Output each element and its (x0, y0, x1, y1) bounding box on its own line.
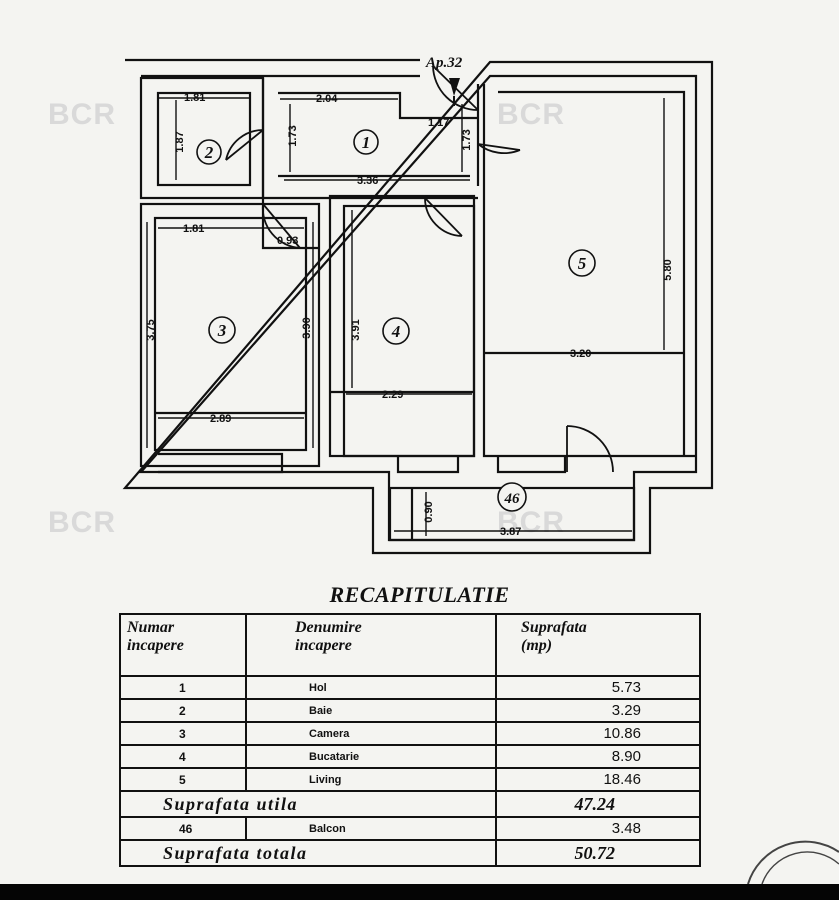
recap-title: RECAPITULATIE (329, 582, 510, 607)
cell-room-number: 4 (119, 744, 247, 769)
dimension-lines (146, 97, 684, 536)
dim-room4-width: 2.29 (382, 389, 403, 401)
cell-room-name: Baie (245, 698, 497, 723)
room-number-3: 3 (217, 321, 227, 340)
cell-area: 3.48 (495, 816, 701, 841)
watermark-text: BCR (497, 98, 565, 131)
cell-room-name: Hol (245, 675, 497, 700)
cell-room-name: Bucatarie (245, 744, 497, 769)
room-number-1: 1 (362, 133, 371, 152)
room-number-46: 46 (504, 491, 521, 507)
cell-room-number: 5 (119, 767, 247, 792)
door-swings (225, 65, 614, 473)
balcony-row: 46 Balcon 3.48 (119, 816, 701, 841)
table-row: 2 Baie 3.29 (119, 698, 701, 723)
dim-room3-width: 2.89 (210, 413, 231, 425)
dim-room4-height: 3.91 (350, 319, 362, 340)
dim-balcony-depth: 0.90 (423, 501, 435, 522)
dim-room5-height: 5.80 (662, 259, 674, 280)
room-number-2: 2 (204, 143, 214, 162)
cell-room-name: Camera (245, 721, 497, 746)
cell-room-name: Balcon (245, 816, 497, 841)
cell-room-number: 46 (119, 816, 247, 841)
dim-room3-height-left: 3.75 (145, 319, 157, 340)
room-number-5: 5 (578, 254, 587, 273)
cell-room-number: 1 (119, 675, 247, 700)
entry-arrow-icon (449, 78, 460, 96)
useful-area-value: 47.24 (495, 790, 701, 818)
header-area: Suprafata(mp) (495, 613, 701, 677)
dim-hall-height-left: 1.73 (287, 125, 299, 146)
cell-room-number: 3 (119, 721, 247, 746)
total-area-row: Suprafata totala 50.72 (119, 839, 701, 867)
dim-room3-height-right: 3.90 (301, 317, 313, 338)
cell-area: 3.29 (495, 698, 701, 723)
dim-passage: 0.93 (277, 235, 298, 247)
dim-bath-height: 1.87 (174, 131, 186, 152)
table-row: 3 Camera 10.86 (119, 721, 701, 746)
dim-balcony-width: 3.87 (500, 526, 521, 538)
total-area-label: Suprafata totala (119, 839, 497, 867)
cell-area: 8.90 (495, 744, 701, 769)
watermark-text: BCR (497, 506, 565, 539)
table-row: 4 Bucatarie 8.90 (119, 744, 701, 769)
useful-area-row: Suprafata utila 47.24 (119, 790, 701, 818)
cell-room-name: Living (245, 767, 497, 792)
useful-area-label: Suprafata utila (119, 790, 497, 818)
table-row: 1 Hol 5.73 (119, 675, 701, 700)
table-row: 5 Living 18.46 (119, 767, 701, 792)
dim-room3-width-top: 1.81 (183, 223, 204, 235)
apartment-label: Ap.32 (425, 55, 463, 71)
room-number-4: 4 (391, 322, 401, 341)
total-area-value: 50.72 (495, 839, 701, 867)
dim-bath-width: 1.81 (184, 92, 205, 104)
dim-hall-height-right: 1.73 (461, 129, 473, 150)
dim-hall-width: 3.36 (357, 175, 378, 187)
watermark-text: BCR (48, 506, 116, 539)
room-markers (196, 129, 596, 512)
dim-hall-entry: 1.17 (428, 117, 449, 129)
dimension-labels: 1.81 1.87 2.04 1.73 1.17 1.73 3.36 1.81 … (145, 92, 674, 538)
cell-area: 5.73 (495, 675, 701, 700)
cell-area: 10.86 (495, 721, 701, 746)
cell-area: 18.46 (495, 767, 701, 792)
walls (122, 58, 714, 555)
dim-room5-width: 3.20 (570, 348, 591, 360)
watermark-text: BCR (48, 98, 116, 131)
cell-room-number: 2 (119, 698, 247, 723)
bottom-edge-bar (0, 884, 839, 900)
floor-plan: 1.81 1.87 2.04 1.73 1.17 1.73 3.36 1.81 … (122, 55, 714, 555)
dim-hall-width-top: 2.04 (316, 93, 338, 105)
